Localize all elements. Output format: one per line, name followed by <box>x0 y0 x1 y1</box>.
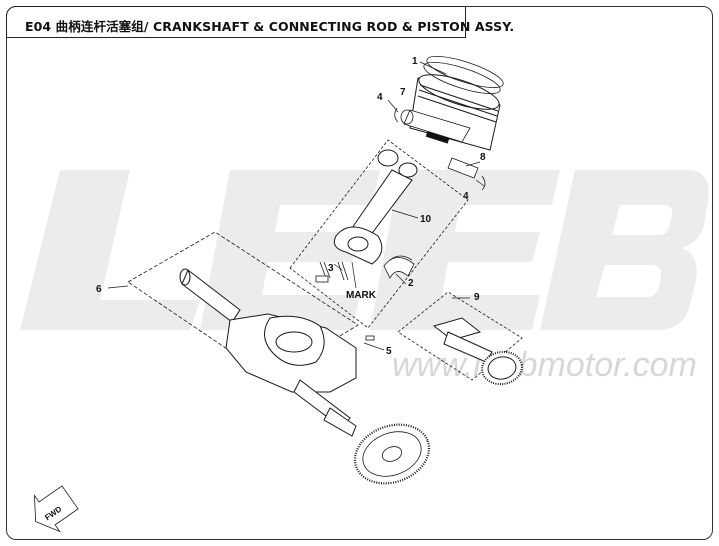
rod-bolts <box>315 261 349 283</box>
callout-6: 6 <box>96 284 102 295</box>
leader-lines <box>107 61 485 351</box>
crankshaft <box>179 268 357 437</box>
balance-shaft-group-box <box>397 291 523 381</box>
connecting-rod <box>333 149 418 265</box>
callout-8: 8 <box>480 152 486 163</box>
watermark-logo <box>20 170 709 330</box>
crankshaft-group-box <box>127 231 359 379</box>
bearing-shells <box>383 255 415 279</box>
piston-rod-group-box <box>289 139 469 329</box>
callout-4b: 4 <box>463 191 469 202</box>
circlip-right <box>481 175 486 191</box>
page-title: E04 曲柄连杆活塞组/ CRANKSHAFT & CONNECTING ROD… <box>25 19 515 34</box>
piston-rings <box>423 56 504 94</box>
callout-7: 7 <box>400 87 406 98</box>
callout-3: 3 <box>328 263 334 274</box>
callout-4a: 4 <box>377 92 383 103</box>
pin-8 <box>447 157 479 179</box>
crank-gear <box>353 423 431 485</box>
woodruff-key <box>365 335 375 341</box>
callout-5: 5 <box>386 346 392 357</box>
circlip-left <box>394 107 399 123</box>
balance-shaft <box>432 317 523 386</box>
fwd-arrow-icon <box>34 485 79 533</box>
callout-9: 9 <box>474 292 480 303</box>
title-box: E04 曲柄连杆活塞组/ CRANKSHAFT & CONNECTING ROD… <box>6 6 514 38</box>
watermark-url: www.leebmotor.com <box>392 346 697 384</box>
callout-1: 1 <box>412 56 418 67</box>
callout-2: 2 <box>408 278 414 289</box>
piston-pin <box>400 109 471 143</box>
mark-label: MARK <box>346 290 377 301</box>
callout-10: 10 <box>420 214 432 225</box>
